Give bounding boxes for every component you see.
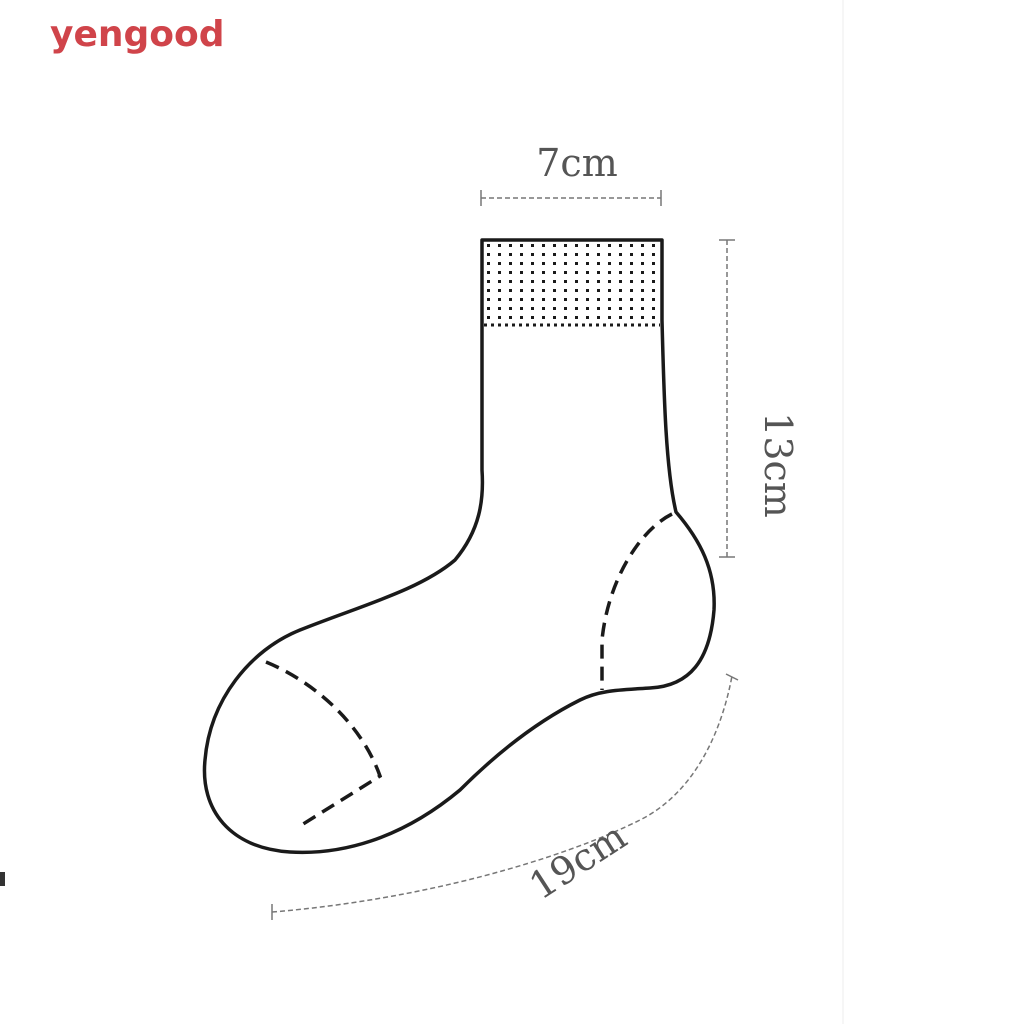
- brand-logo: yengood: [50, 14, 225, 55]
- cuff-texture: [484, 244, 660, 324]
- height-dimension: 13cm: [719, 239, 800, 558]
- divider: [842, 0, 844, 1024]
- sock-outline: [202, 238, 716, 855]
- width-dimension: 7cm: [480, 141, 662, 206]
- length-dimension: 19cm: [271, 673, 739, 920]
- heel-seam: [600, 512, 673, 690]
- edge-mark: [0, 872, 5, 886]
- toe-seam: [265, 660, 383, 828]
- width-label: 7cm: [536, 141, 618, 185]
- length-label: 19cm: [522, 814, 635, 908]
- height-label: 13cm: [756, 412, 800, 518]
